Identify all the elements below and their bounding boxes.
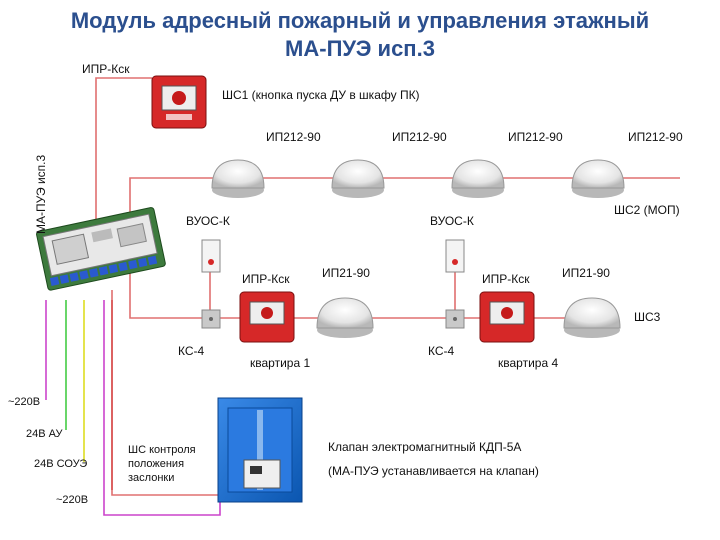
detector-top-label-1: ИП212-90	[266, 130, 321, 144]
shs-control-label-1: ШС контроля	[128, 444, 196, 456]
smoke-detector-top-3-icon	[451, 159, 505, 198]
ipr-right-label: ИПР-Кск	[482, 272, 530, 286]
valve-kdp5a-icon	[217, 397, 303, 503]
title-line-2: МА-ПУЭ исп.3	[285, 36, 435, 61]
module-label: МА-ПУЭ исп.3	[34, 154, 48, 234]
detector-top-label-3: ИП212-90	[508, 130, 563, 144]
ipr-top-label: ИПР-Кск	[82, 62, 130, 76]
au-24v-label: 24В АУ	[26, 428, 63, 440]
loop-wires	[95, 77, 680, 496]
smoke-detector-apt1-icon	[316, 297, 374, 338]
apartment-1-label: квартира 1	[250, 356, 311, 370]
valve-label-1: Клапан электромагнитный КДП-5А	[328, 440, 522, 454]
smoke-detector-top-1-icon	[211, 159, 265, 198]
vuos-left-icon	[201, 239, 221, 273]
detector-top-label-2: ИП212-90	[392, 130, 447, 144]
wire-220-bottom	[103, 300, 221, 516]
shs2-label: ШС2 (МОП)	[614, 203, 680, 217]
vuos-left-label: ВУОС-К	[186, 214, 230, 228]
smoke-detector-apt4-icon	[563, 297, 621, 338]
module-board	[36, 207, 166, 291]
smoke-detector-top-2-icon	[331, 159, 385, 198]
power-220-top-label: ~220В	[8, 396, 41, 408]
ip21-left-label: ИП21-90	[322, 266, 370, 280]
shs3-label: ШС3	[634, 310, 661, 324]
shs-control-label-2: положения	[128, 458, 185, 470]
shs1-label: ШС1 (кнопка пуска ДУ в шкафу ПК)	[222, 88, 420, 102]
power-220-bottom-label: ~220В	[56, 494, 89, 506]
manual-call-point-top-icon	[151, 75, 207, 129]
smoke-detector-top-4-icon	[571, 159, 625, 198]
apartment-4-label: квартира 4	[498, 356, 559, 370]
ks4-right-label: КС-4	[428, 344, 455, 358]
wire-shs1	[95, 77, 152, 238]
manual-call-point-right-icon	[479, 291, 535, 343]
shs-control-label-3: заслонки	[128, 472, 175, 484]
ks4-right-icon	[445, 309, 465, 329]
vuos-right-icon	[445, 239, 465, 273]
valve-label-2: (МА-ПУЭ устанавливается на клапан)	[328, 464, 539, 478]
ks4-left-label: КС-4	[178, 344, 205, 358]
manual-call-point-left-icon	[239, 291, 295, 343]
ip21-right-label: ИП21-90	[562, 266, 610, 280]
ks4-left-icon	[201, 309, 221, 329]
vuos-right-label: ВУОС-К	[430, 214, 474, 228]
title-line-1: Модуль адресный пожарный и управления эт…	[70, 8, 650, 33]
soue-24v-label: 24В СОУЭ	[34, 458, 88, 470]
ipr-left-label: ИПР-Кск	[242, 272, 290, 286]
detector-top-label-4: ИП212-90	[628, 130, 683, 144]
